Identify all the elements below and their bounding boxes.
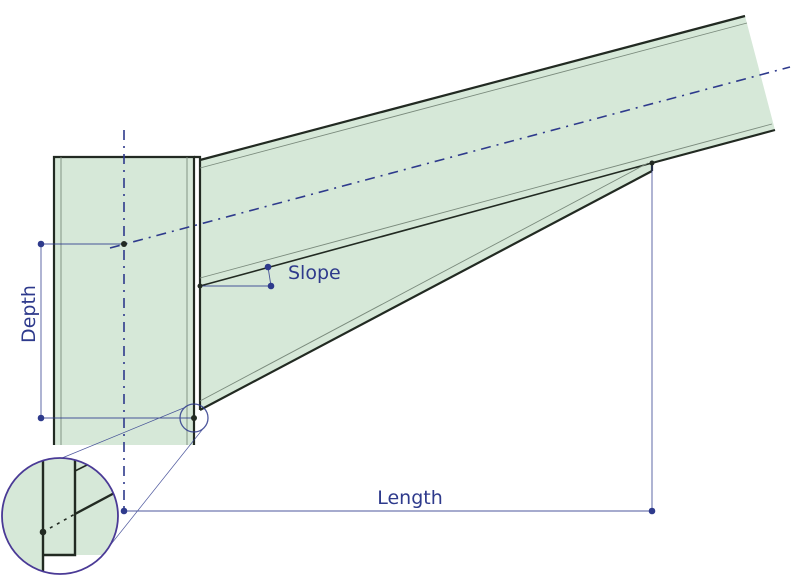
slope-label: Slope xyxy=(288,262,341,284)
rafter-haunch xyxy=(200,16,775,410)
detail-magnifier xyxy=(1,457,119,575)
depth-label: Depth xyxy=(18,285,40,343)
centerlines xyxy=(109,66,791,510)
length-label: Length xyxy=(377,487,443,509)
